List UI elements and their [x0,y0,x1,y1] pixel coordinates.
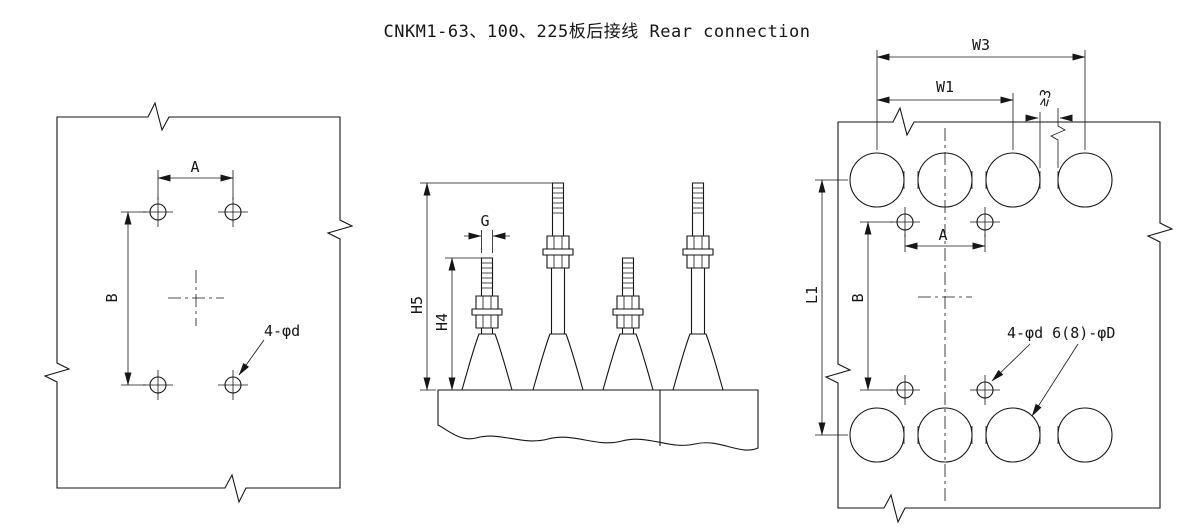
mounting-holes [890,207,1000,405]
dimension-h4: H4 [433,257,481,391]
hole-callout-label: 4-φd 6(8)-φD [1007,324,1115,342]
stud-short-2 [612,257,644,334]
dim-l1-label: L1 [803,286,821,304]
terminal-holes-bottom [849,407,1113,463]
dim-min-gap-label: ≥3 [1035,88,1055,108]
dim-b-label: B [849,293,867,302]
stud-tall-1 [542,182,574,334]
left-view: A B 4-φd [43,101,354,504]
mounting-holes [143,197,248,400]
dim-h5-label: H5 [408,296,426,314]
dim-w1-label: W1 [936,78,954,96]
dim-h4-label: H4 [433,313,451,331]
dim-g-label: G [480,212,489,230]
dimension-min-gap: ≥3 [1025,88,1073,168]
dim-w3-label: W3 [972,36,990,54]
hole-callout-label: 4-φd [264,322,300,340]
page-title: CNKM1-63、100、225板后接线 Rear connection [383,22,810,42]
dim-b-label: B [103,293,121,302]
dimension-a: A [904,226,986,252]
dimension-b: B [103,211,146,386]
plate-outline [43,101,354,504]
hole-callout: 4-φd [238,322,300,376]
dim-a-label: A [190,158,199,176]
stud-short-1 [471,257,503,334]
dimension-g: G [464,212,510,253]
center-mark [168,270,224,326]
dimension-w1: W1 [876,78,1014,150]
insulators [461,333,724,391]
right-view: W3 W1 ≥3 L1 B A 4-φd [803,36,1174,524]
hole-callout: 4-φd 6(8)-φD [991,324,1115,417]
base-plate [437,389,759,451]
dimension-l1: L1 [803,179,848,436]
terminal-holes-top [849,152,1113,208]
dim-a-label: A [938,226,947,244]
dimension-h5: H5 [408,182,552,391]
middle-view: G H5 H4 [408,182,759,451]
plate-outline [824,106,1174,524]
dimension-b: B [849,221,893,391]
dimension-a: A [157,158,234,200]
stud-tall-2 [682,182,714,334]
